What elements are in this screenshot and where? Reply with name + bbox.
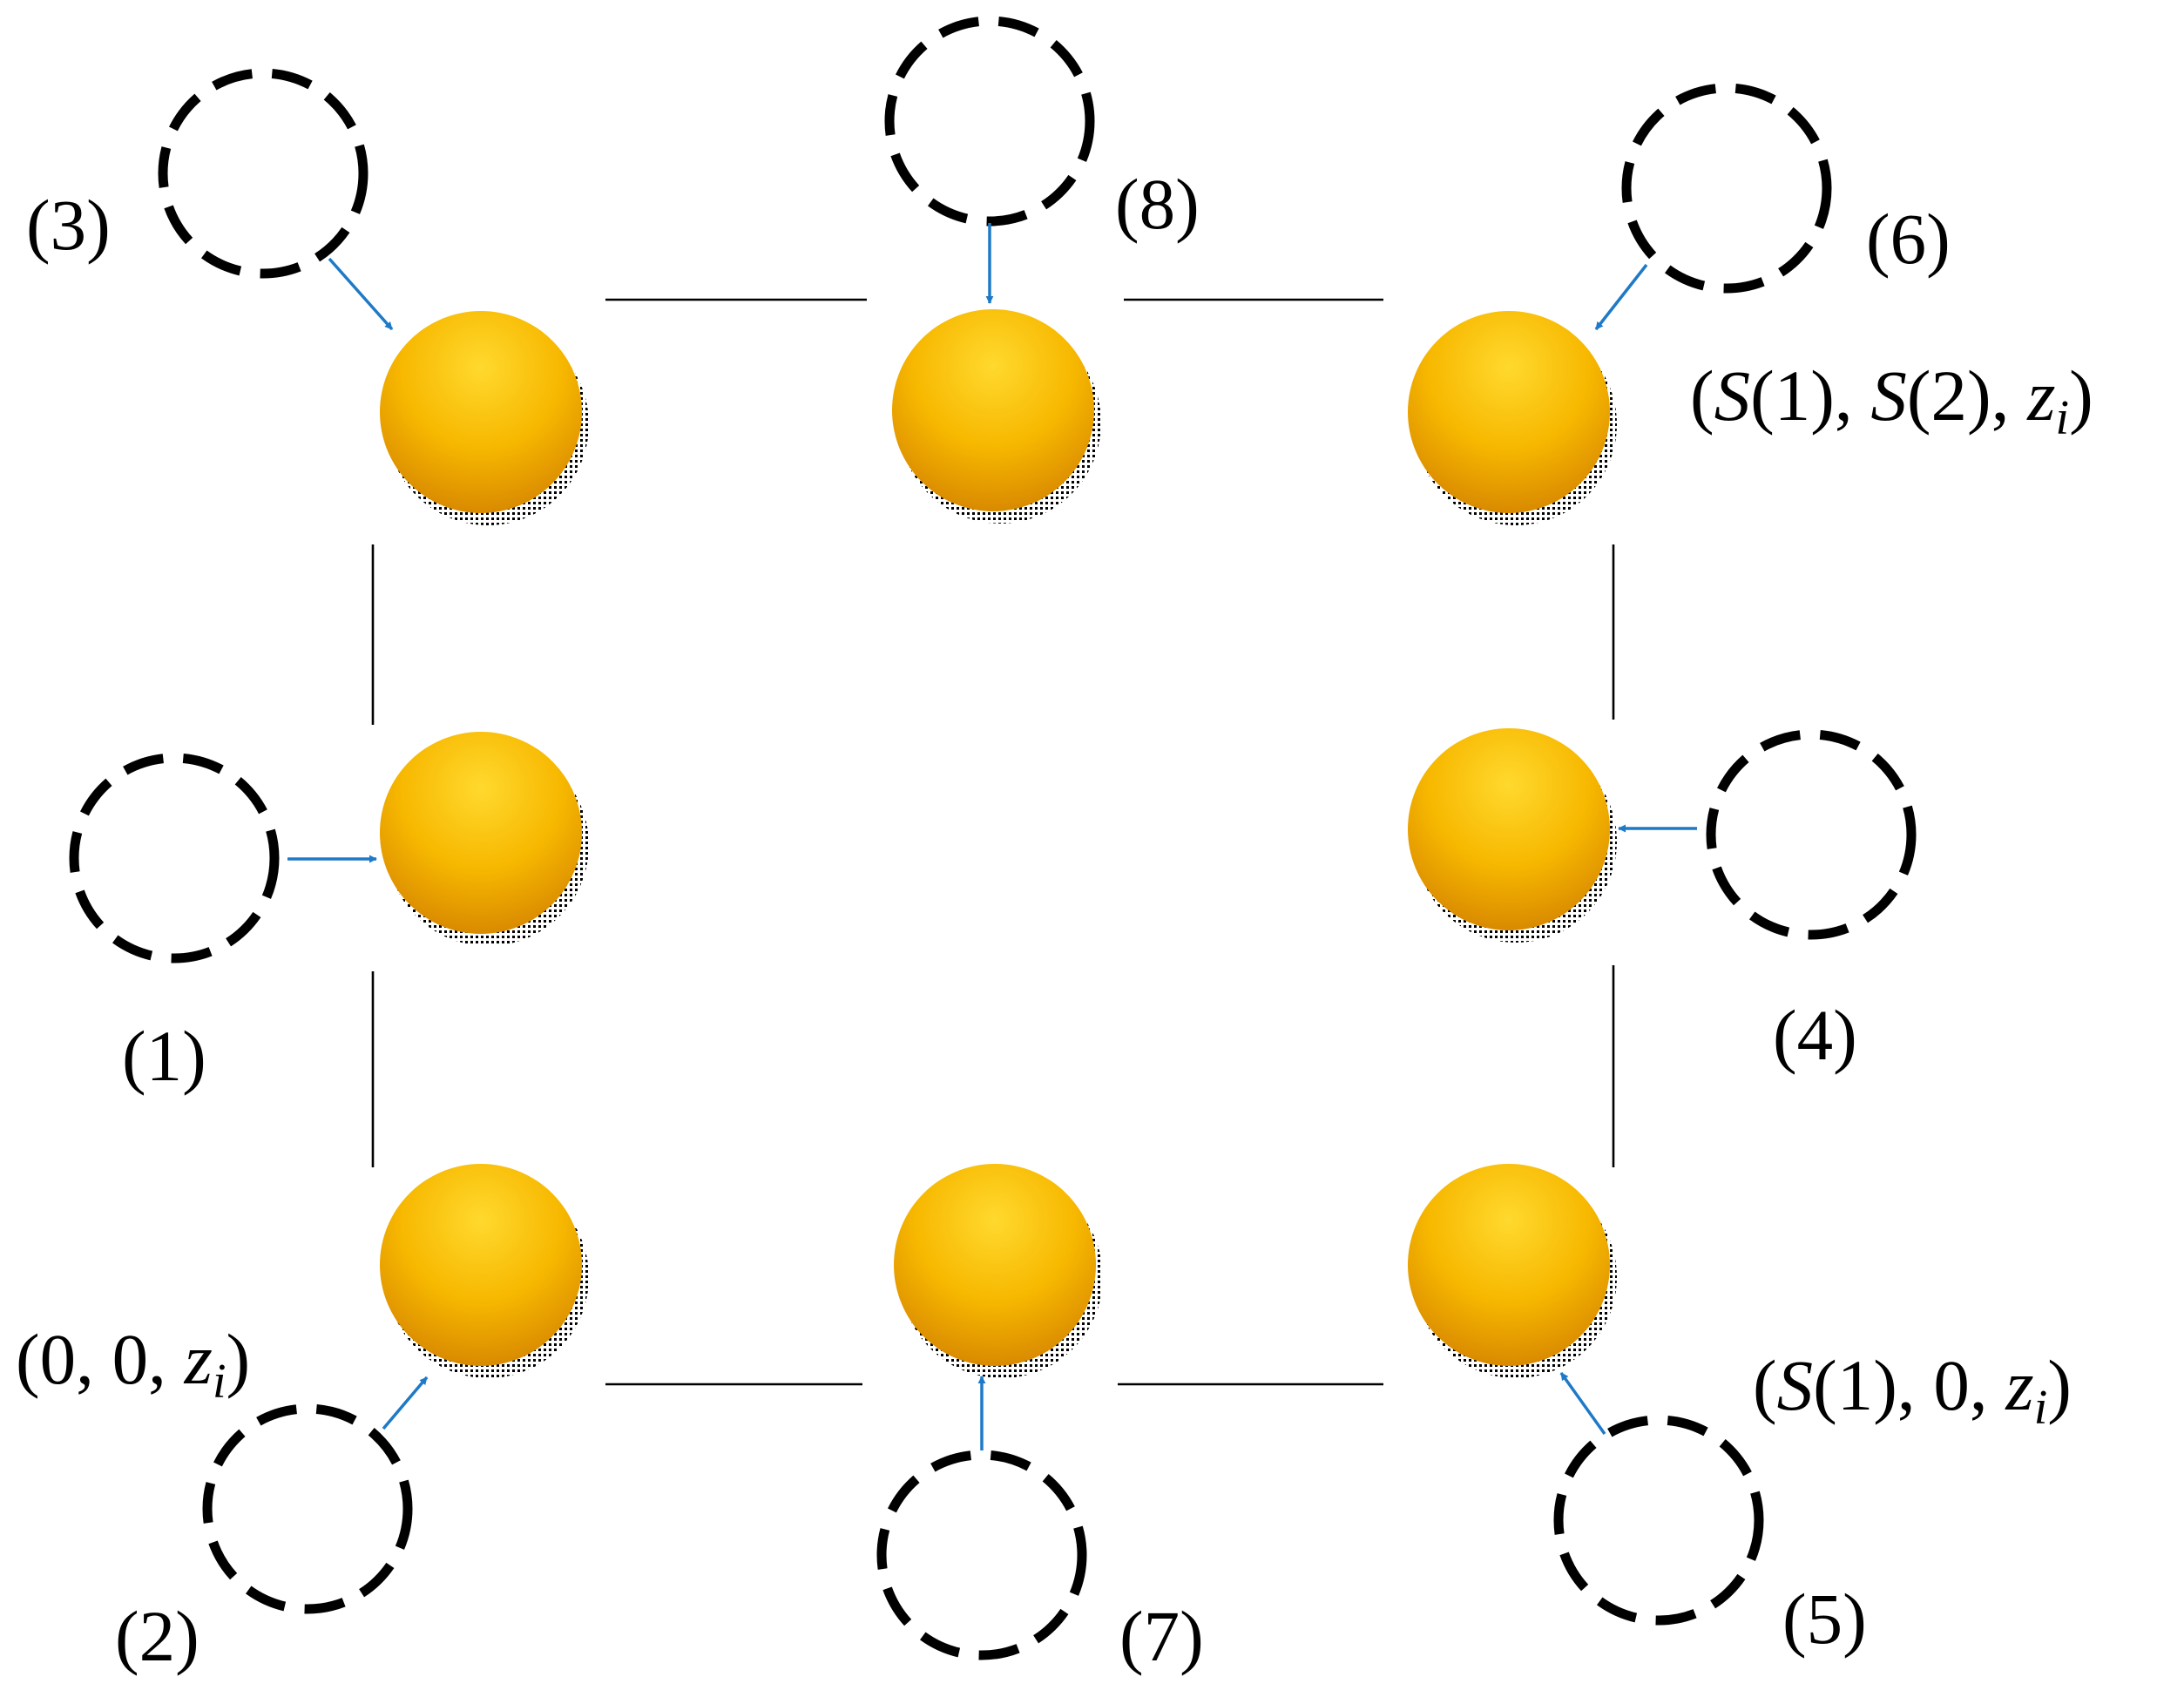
ghost-position-7 [876, 1450, 1087, 1660]
ghost-position-6 [1621, 83, 1832, 294]
coord-origin: (0, 0, zi) [16, 1319, 250, 1409]
sphere-top-middle [892, 309, 1101, 524]
sphere-middle-right [1408, 728, 1617, 943]
label-position-6: (6) [1866, 199, 1951, 279]
ghost-position-5 [1553, 1415, 1764, 1626]
position-labels: (1) (2) (3) (4) (5) (6) (7) (8) [26, 164, 1951, 1676]
coord-top-right: (S(1), S(2), zi) [1690, 355, 2093, 445]
arrow-6 [1594, 263, 1648, 331]
ghost-position-1 [69, 753, 280, 963]
sphere-bottom-left [380, 1164, 589, 1378]
displacement-arrows [287, 223, 1697, 1450]
label-position-1: (1) [122, 1016, 206, 1096]
ghost-position-3 [158, 68, 369, 279]
label-position-5: (5) [1782, 1579, 1867, 1659]
ghost-position-8 [884, 16, 1095, 226]
sphere-bottom-right [1408, 1164, 1617, 1378]
label-position-7: (7) [1119, 1596, 1204, 1676]
label-position-4: (4) [1773, 995, 1857, 1075]
lattice-edges [371, 298, 1615, 1386]
ghost-position-4 [1706, 729, 1917, 940]
label-position-8: (8) [1115, 164, 1200, 244]
sphere-top-right [1408, 311, 1617, 525]
arrow-2 [382, 1376, 429, 1430]
coord-bottom-right: (S(1), 0, zi) [1753, 1345, 2072, 1435]
arrow-5 [1559, 1371, 1606, 1436]
sphere-middle-left [380, 732, 589, 946]
ghost-position-2 [202, 1403, 413, 1614]
coordinate-labels: (0, 0, zi) (S(1), 0, zi) (S(1), S(2), zi… [16, 355, 2093, 1435]
sphere-nodes [380, 309, 1617, 1378]
sphere-top-left [380, 311, 589, 525]
label-position-2: (2) [115, 1596, 199, 1676]
label-position-3: (3) [26, 185, 111, 265]
sphere-bottom-middle [894, 1164, 1103, 1378]
arrow-3 [328, 257, 394, 331]
ghost-positions [69, 16, 1917, 1660]
